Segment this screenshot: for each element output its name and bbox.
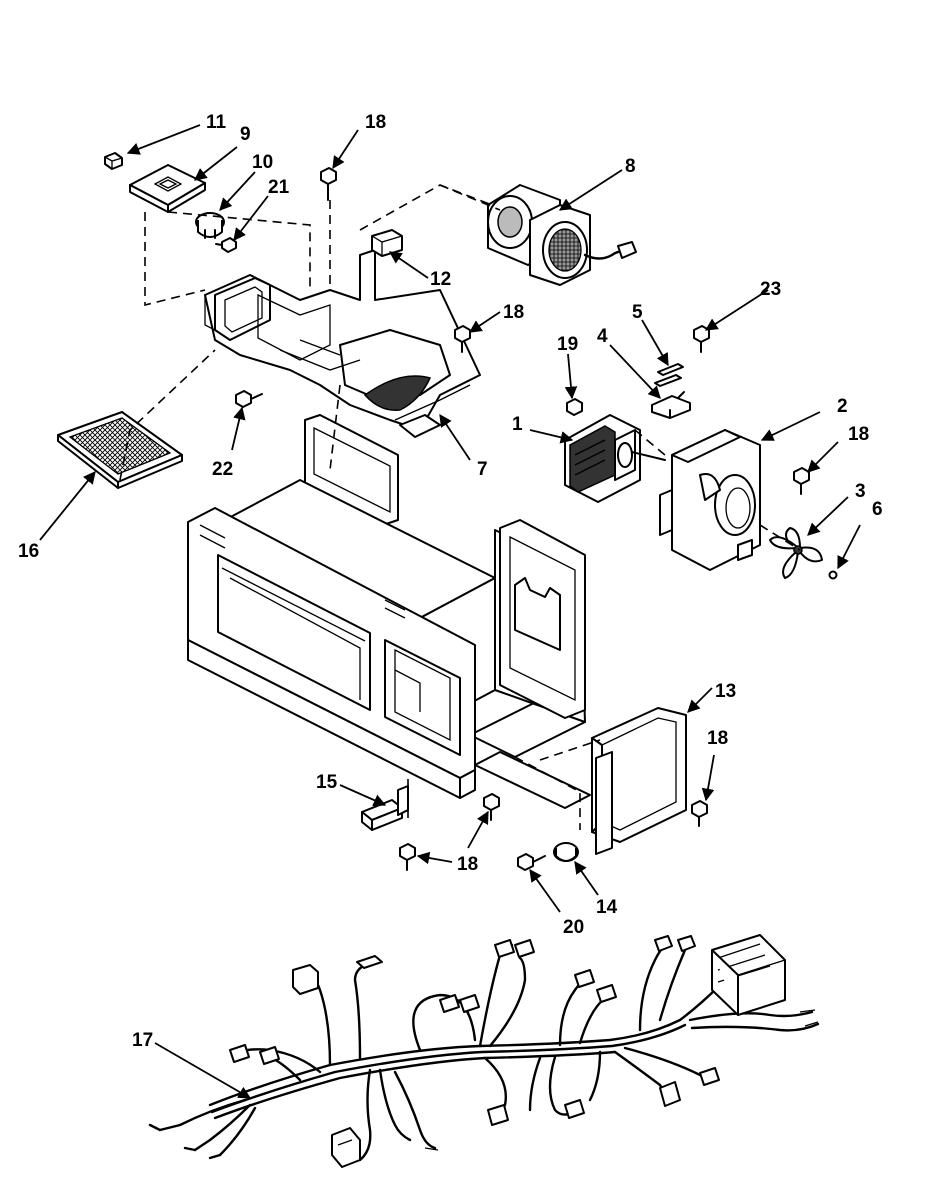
callout-18-chassis: 18	[503, 302, 524, 323]
thermostat-part-14	[553, 842, 579, 862]
callout-18-top: 18	[365, 112, 386, 133]
callout-9: 9	[240, 124, 251, 145]
screw-part-18e	[399, 843, 416, 871]
callout-22: 22	[212, 459, 233, 480]
switch-part-10	[195, 212, 225, 239]
screw-part-18f	[483, 793, 500, 821]
chassis-top-part-7	[204, 249, 481, 438]
callout-18-fan: 18	[848, 424, 869, 445]
callout-1: 1	[512, 414, 523, 435]
callout-13: 13	[715, 681, 736, 702]
blower-motor-part-8	[487, 184, 637, 286]
wire-harness-part-17	[148, 934, 820, 1168]
callout-2: 2	[837, 396, 848, 417]
callout-7: 7	[477, 459, 488, 480]
screw-part-19	[566, 398, 583, 416]
callout-10: 10	[252, 152, 273, 173]
bracket-part-5	[654, 363, 684, 387]
screw-part-22	[235, 390, 263, 408]
connector-part-12	[371, 229, 403, 257]
screw-part-18a	[320, 167, 337, 201]
callout-23: 23	[760, 279, 781, 300]
callout-3: 3	[855, 481, 866, 502]
callout-14: 14	[596, 897, 618, 918]
control-board-part	[129, 164, 206, 213]
nut-part-6	[828, 570, 838, 580]
screw-part-18b	[454, 325, 471, 353]
callout-12: 12	[430, 269, 451, 290]
screw-part-18d	[691, 800, 708, 827]
clip-part-15	[361, 785, 409, 831]
screw-part-20	[517, 853, 546, 871]
callout-5: 5	[632, 302, 643, 323]
callout-16: 16	[18, 541, 39, 562]
callout-20: 20	[563, 917, 584, 938]
callout-labels: 11 9 10 21 18 8 12 18 23 5 4 19 1 2 18 3…	[18, 112, 883, 1051]
grease-filter-part-16	[57, 411, 183, 489]
cabinet-cavity-part	[187, 414, 591, 809]
callout-6: 6	[872, 499, 883, 520]
callout-18-bottom: 18	[457, 854, 478, 875]
side-panel-part-13	[591, 707, 687, 855]
fan-motor-part-1	[564, 414, 666, 503]
fan-blade-part-3	[769, 527, 823, 579]
callout-15: 15	[316, 772, 338, 793]
callout-11: 11	[206, 112, 227, 133]
screw-part-11	[104, 152, 123, 170]
assembly-dashed-lines	[119, 184, 801, 830]
callout-21: 21	[268, 177, 290, 198]
screw-part-18c	[793, 467, 810, 495]
callout-4: 4	[597, 326, 608, 347]
leader-arrows	[39, 124, 861, 1099]
callout-17: 17	[132, 1030, 153, 1051]
screw-part-21	[215, 237, 237, 253]
callout-19: 19	[557, 334, 578, 355]
fan-housing-part-2	[659, 429, 761, 571]
callout-8: 8	[625, 156, 636, 177]
callout-18-panel: 18	[707, 728, 728, 749]
sensor-part-4	[651, 391, 691, 419]
